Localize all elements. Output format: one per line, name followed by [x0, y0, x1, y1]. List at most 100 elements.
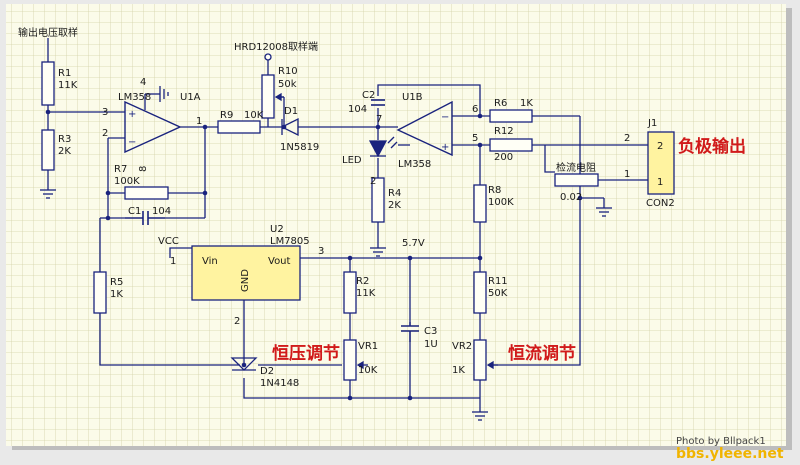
svg-text:−: − [441, 112, 449, 123]
u1b-ref: U1B [402, 92, 423, 103]
ground-symbols [40, 86, 612, 421]
photo-caption: Photo by Bllpack1 [676, 436, 766, 447]
r4-pin-2: 2 [370, 176, 376, 187]
svg-text:−: − [128, 137, 136, 148]
r9-ref: R9 [220, 110, 233, 121]
vr2-value: 1K [452, 365, 465, 376]
svg-text:+: + [441, 142, 449, 153]
pin-3: 3 [102, 107, 108, 118]
capacitors [125, 99, 419, 342]
u1b-triangle [396, 100, 453, 157]
r7-value: 100K [114, 176, 140, 187]
grid [6, 4, 786, 446]
r6-value: 1K [520, 98, 533, 109]
r11-ref: R11 [488, 276, 508, 287]
d2-value: 1N4148 [260, 378, 299, 389]
u2-vout-label: Vout [268, 256, 291, 267]
vcc-label: VCC [158, 236, 179, 247]
r1-value: 11K [58, 80, 78, 91]
pin-7: 7 [376, 114, 382, 125]
voltage-adjust-label: 恒压调节 [272, 343, 340, 364]
r2-value: 11K [356, 288, 376, 299]
r2-ref: R2 [356, 276, 369, 287]
j1-pin-1: 1 [624, 169, 630, 180]
rsense-value: 0.02 [560, 192, 582, 203]
resistor-bodies [41, 61, 599, 381]
pin-4: 4 [140, 77, 146, 88]
u2-ref: U2 [270, 224, 284, 235]
pin-5: 5 [472, 133, 478, 144]
u2-vin-label: Vin [202, 256, 218, 267]
r4-body [371, 177, 385, 223]
wipers [264, 53, 498, 370]
opamps [124, 100, 453, 157]
r5-ref: R5 [110, 277, 123, 288]
u2-pin-2: 2 [234, 316, 240, 327]
d1-value: 1N5819 [280, 142, 319, 153]
u2-regulator-box [191, 245, 301, 301]
r4-value: 2K [388, 200, 401, 211]
u1b-part: LM358 [398, 159, 431, 170]
u2-pin-1: 1 [170, 256, 176, 267]
d1-ref: D1 [284, 106, 298, 117]
c2-value: 104 [348, 104, 367, 115]
r6-body [489, 109, 533, 123]
j1-pin-2: 2 [624, 133, 630, 144]
r10-body [261, 74, 275, 119]
r6-ref: R6 [494, 98, 507, 109]
r7-ref: R7 [114, 164, 127, 175]
c3-ref: C3 [424, 326, 437, 337]
r3-ref: R3 [58, 134, 71, 145]
vr2-body [473, 339, 487, 381]
r11-body [473, 271, 487, 314]
r9-value: 10K [244, 110, 264, 121]
vr2-ref: VR2 [452, 341, 472, 352]
u1a-part: LM358 [118, 92, 151, 103]
j1-inner-pin-1: 1 [657, 177, 663, 188]
vr1-body [343, 339, 357, 381]
diodes [230, 117, 398, 371]
r7-body [124, 186, 169, 200]
r4-ref: R4 [388, 188, 401, 199]
j1-connector-box [647, 131, 675, 195]
led-label: LED [342, 155, 362, 166]
vr1-value: 10K [358, 365, 378, 376]
u1a-triangle [124, 100, 182, 154]
r10-ref: R10 [278, 66, 298, 77]
d1-symbol [280, 117, 299, 137]
vr1-ref: VR1 [358, 341, 378, 352]
r11-value: 50K [488, 288, 508, 299]
r3-value: 2K [58, 146, 71, 157]
led-symbol [368, 140, 388, 158]
r1-ref: R1 [58, 68, 71, 79]
u2-gnd-label: GND [240, 269, 251, 292]
svg-text:+: + [128, 109, 136, 120]
r10-value: 50k [278, 79, 297, 90]
r8-value: 100K [488, 197, 514, 208]
pin-2: 2 [102, 128, 108, 139]
pin-6: 6 [472, 104, 478, 115]
pin-1: 1 [196, 116, 202, 127]
u2-part: LM7805 [270, 236, 310, 247]
output-voltage-sample-label: 输出电压取样 [18, 26, 78, 39]
r8-body [473, 184, 487, 223]
r5-value: 1K [110, 289, 123, 300]
u1a-ref: U1A [180, 92, 201, 103]
c1-value: 104 [152, 206, 171, 217]
r3-body [41, 129, 55, 171]
r5-body [93, 271, 107, 314]
r12-body [489, 138, 533, 152]
watermark: bbs.yleee.net [676, 446, 784, 461]
negative-output-label: 负极输出 [678, 136, 746, 157]
j1-ref: J1 [647, 118, 657, 129]
c1-ref: C1 [128, 206, 141, 217]
r12-value: 200 [494, 152, 513, 163]
u2-pin-3: 3 [318, 246, 324, 257]
r8-ref: R8 [488, 185, 501, 196]
d2-ref: D2 [260, 366, 274, 377]
r1-body [41, 61, 55, 106]
c2-ref: C2 [362, 90, 375, 101]
sense-resistor-label: 检流电阻 [556, 161, 596, 174]
current-adjust-label: 恒流调节 [508, 343, 576, 364]
j1-inner-pin-2: 2 [657, 141, 663, 152]
